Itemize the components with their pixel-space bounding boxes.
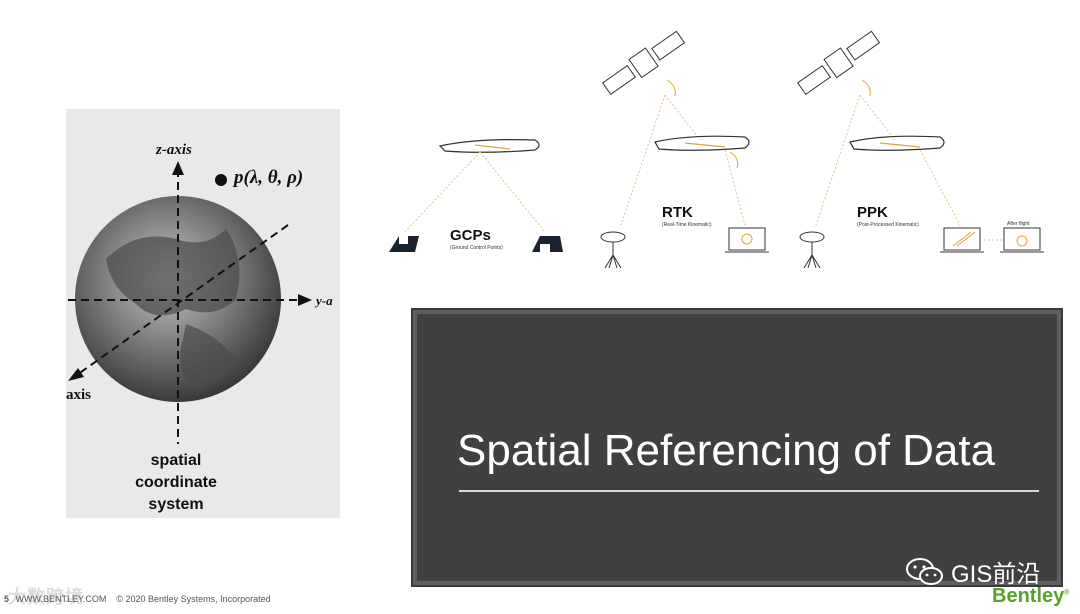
section-title-box: Spatial Referencing of Data GIS前沿 [411,308,1063,587]
wechat-watermark: GIS前沿 [905,554,1040,589]
footer-copyright: © 2020 Bentley Systems, Incorporated [116,594,270,604]
laptop-icon [940,228,984,252]
title-box-inner: Spatial Referencing of Data GIS前沿 [417,314,1057,581]
gcp-title: GCPs [450,227,491,244]
bentley-logo: Bentley® [992,585,1069,608]
rtk-drone-icon [655,136,749,150]
x-axis-arrow [68,368,84,381]
bentley-logo-text: Bentley [992,585,1064,607]
footer-url: WWW.BENTLEY.COM [16,594,107,604]
point-marker [215,174,227,186]
laptop-icon [1000,228,1044,252]
point-label: p(λ, θ, ρ) [234,167,303,189]
footer: 5 WWW.BENTLEY.COM © 2020 Bentley Systems… [4,594,271,604]
x-axis-label: axis [66,387,91,404]
coordinate-system-figure: z-axis p(λ, θ, ρ) y-a axis spatial coord… [66,109,340,518]
rtk-title: RTK [662,204,693,221]
georeferencing-methods-diagram: GCPs (Ground Control Points) RTK (Real-T… [385,0,1075,300]
gcp-drone-icon [440,140,539,153]
z-axis-arrow [172,161,184,175]
gnss-base-station-icon [800,232,824,268]
ppk-drone-icon [850,136,944,150]
figure-caption: spatial coordinate system [106,450,246,516]
gnss-base-station-icon [601,232,625,268]
methods-illustration [385,0,1075,300]
z-axis-label: z-axis [156,142,192,159]
after-flight-label: After flight [1007,221,1030,227]
rtk-subtitle: (Real-Time Kinematic) [662,222,712,228]
y-axis-arrow [298,294,312,306]
wechat-account-label: GIS前沿 [951,554,1040,589]
title-underline [459,490,1039,492]
registered-mark: ® [1064,589,1069,596]
laptop-icon [725,228,769,252]
slide-title: Spatial Referencing of Data [457,426,995,476]
ground-control-point-icon [532,236,563,252]
gcp-subtitle: (Ground Control Points) [450,245,503,251]
wechat-icon [905,557,945,587]
ppk-subtitle: (Post-Processed Kinematic) [857,222,919,228]
ground-control-point-icon [389,236,419,252]
ppk-title: PPK [857,204,888,221]
y-axis-label: y-a [316,293,333,309]
page-number: 5 [4,594,9,604]
